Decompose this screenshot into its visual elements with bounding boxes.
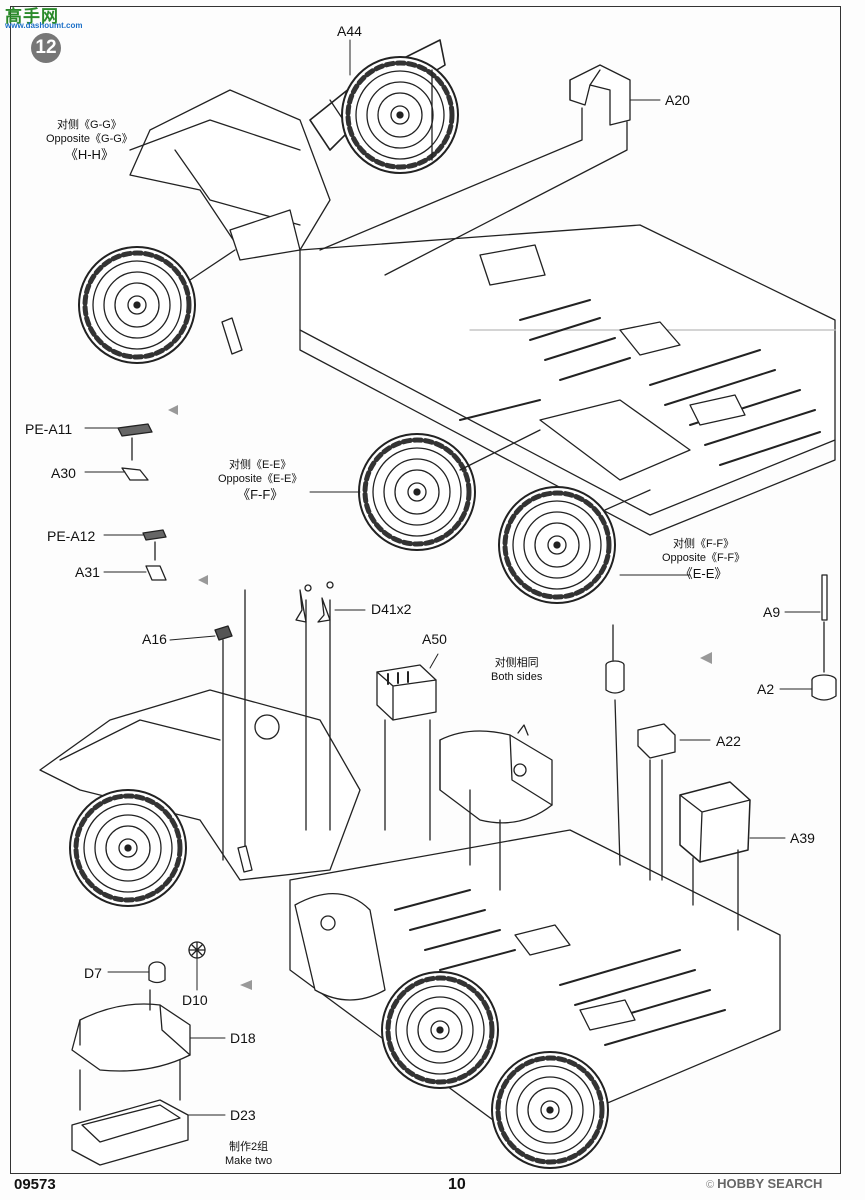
label-a31: A31	[75, 564, 100, 580]
note-make-cn: 制作2组	[228, 1141, 269, 1153]
label-pe-a12: PE-A12	[47, 528, 96, 544]
note-make-two: 制作2组 Make two	[225, 1140, 272, 1169]
label-a22: A22	[716, 733, 741, 749]
label-a44: A44	[337, 23, 362, 39]
note-opposite-gg: 对侧《G-G》 Opposite《G-G》 《H-H》	[46, 118, 133, 163]
note-both-sides: 对侧相同 Both sides	[491, 656, 542, 685]
page-border	[10, 6, 841, 1174]
label-d7: D7	[84, 965, 102, 981]
note-ee-en: Opposite《E-E》	[218, 473, 303, 486]
label-a50: A50	[422, 631, 447, 647]
lower-chassis	[39, 581, 781, 1168]
label-a16: A16	[142, 631, 167, 647]
watermark-url: www.dashoumt.com	[5, 21, 83, 30]
label-a20: A20	[665, 92, 690, 108]
label-d41: D41x2	[371, 601, 412, 617]
note-gg-en: Opposite《G-G》	[46, 133, 133, 146]
step-number-badge: 12	[31, 33, 61, 63]
note-gg-cn: 对侧《G-G》	[57, 119, 122, 131]
note-opposite-ee: 对侧《E-E》 Opposite《E-E》 《F-F》	[218, 458, 302, 503]
note-ee-cn: 对侧《E-E》	[229, 459, 292, 471]
kit-code: 09573	[14, 1176, 56, 1193]
hobby-search-credit: © HOBBY SEARCH	[706, 1176, 822, 1191]
note-ff-en: Opposite《F-F》	[662, 552, 746, 565]
note-make-en: Make two	[225, 1155, 273, 1168]
upper-chassis	[79, 39, 836, 603]
label-a9: A9	[763, 604, 781, 620]
note-ff-cn: 对侧《F-F》	[673, 538, 735, 550]
note-opposite-ff: 对侧《F-F》 Opposite《F-F》 《E-E》	[662, 537, 745, 582]
note-ee-alt: 《F-F》	[237, 486, 284, 502]
watermark-logo: 高手网 www.dashoumt.com	[5, 2, 83, 32]
label-d18: D18	[230, 1030, 256, 1046]
note-ff-alt: 《E-E》	[679, 565, 728, 581]
note-gg-alt: 《H-H》	[64, 146, 114, 162]
label-pe-a11: PE-A11	[25, 421, 73, 437]
note-both-en: Both sides	[491, 671, 543, 684]
label-a30: A30	[51, 465, 76, 481]
credit-prefix: ©	[706, 1179, 715, 1191]
label-d23: D23	[230, 1107, 256, 1123]
label-a2: A2	[757, 681, 775, 697]
credit-name: HOBBY SEARCH	[717, 1176, 823, 1191]
note-both-cn: 对侧相同	[494, 657, 539, 669]
label-leaders	[84, 39, 821, 1116]
loose-parts	[117, 405, 837, 990]
page-number: 10	[448, 1176, 466, 1193]
label-a39: A39	[790, 830, 815, 846]
watermark-brand: 高手网	[5, 7, 59, 26]
label-d10: D10	[182, 992, 208, 1008]
